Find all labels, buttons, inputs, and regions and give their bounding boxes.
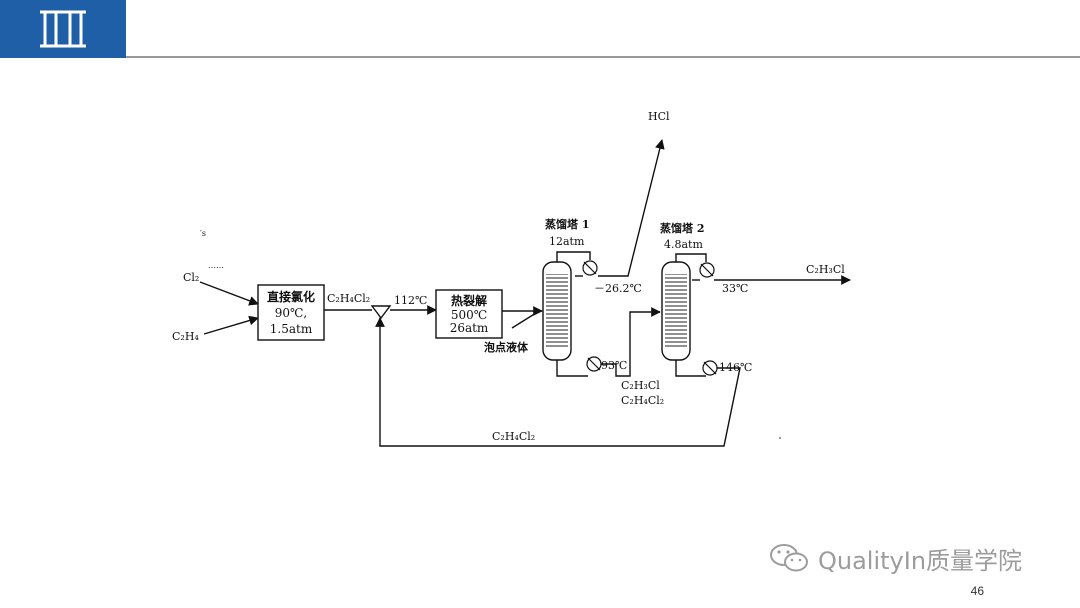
cl2-feed-line bbox=[199, 281, 259, 306]
reactor-outlet-label: C₂H₄Cl₂ bbox=[327, 292, 370, 305]
pillars-logo-icon bbox=[40, 10, 86, 48]
column1-bottoms-label-2: C₂H₄Cl₂ bbox=[621, 394, 664, 407]
reactor-pressure: 1.5atm bbox=[270, 322, 313, 336]
hcl-product-label: HCl bbox=[648, 110, 670, 123]
column1-top-temp: －26.2℃ bbox=[594, 282, 642, 295]
svg-text:‥‥‥: ‥‥‥ bbox=[208, 261, 224, 270]
column2-bottom-temp: 146℃ bbox=[719, 361, 752, 374]
column2-reboiler-line bbox=[675, 356, 706, 377]
watermark-text: QualityIn质量学院 bbox=[818, 546, 1023, 575]
cracker-pressure: 26atm bbox=[450, 321, 489, 335]
mix-temp-label: 112℃ bbox=[394, 294, 427, 307]
svg-text:′s: ′s bbox=[200, 229, 206, 238]
bubble-liquid-label: 泡点液体 bbox=[484, 340, 529, 354]
column2-pressure: 4.8atm bbox=[664, 238, 703, 251]
column1-bottoms-label-1: C₂H₃Cl bbox=[621, 379, 660, 392]
hcl-vent-line bbox=[598, 139, 665, 277]
vcm-product-label: C₂H₃Cl bbox=[806, 263, 845, 276]
column1-title: 蒸馏塔 1 bbox=[545, 217, 589, 231]
distillation-column-2 bbox=[661, 261, 691, 361]
watermark: QualityIn质量学院 bbox=[768, 540, 1022, 576]
cl2-feed-label: Cl₂ bbox=[183, 271, 199, 284]
page-number: 46 bbox=[970, 584, 984, 598]
c2h4-feed-label: C₂H₄ bbox=[172, 330, 199, 343]
reactor-title: 直接氯化 bbox=[267, 289, 315, 304]
recycle-label: C₂H₄Cl₂ bbox=[492, 430, 535, 443]
cracker-title: 热裂解 bbox=[451, 293, 487, 308]
wechat-icon bbox=[770, 544, 808, 572]
header-rule bbox=[126, 56, 1080, 58]
direct-chlorination-reactor bbox=[257, 284, 325, 341]
cracker-temp: 500℃ bbox=[451, 308, 487, 322]
column2-title: 蒸馏塔 2 bbox=[660, 221, 704, 235]
column1-bottom-temp: 93℃ bbox=[601, 359, 627, 372]
column2-overhead-line bbox=[675, 253, 707, 268]
brand-logo-box bbox=[0, 0, 126, 58]
reactor-temp: 90℃, bbox=[275, 306, 308, 320]
bubble-liquid-leader bbox=[511, 312, 537, 329]
column1-bottoms-line bbox=[600, 307, 661, 377]
recycle-line bbox=[375, 317, 741, 447]
column1-reboiler-line bbox=[556, 356, 588, 377]
mixer-tee bbox=[370, 305, 392, 320]
column1-overhead-line bbox=[556, 251, 591, 268]
column1-pressure: 12atm bbox=[549, 235, 585, 248]
c2h4-feed-line bbox=[203, 315, 259, 335]
column2-top-temp: 33℃ bbox=[722, 282, 748, 295]
distillation-column-1 bbox=[542, 261, 572, 361]
thermal-cracker bbox=[435, 289, 503, 339]
